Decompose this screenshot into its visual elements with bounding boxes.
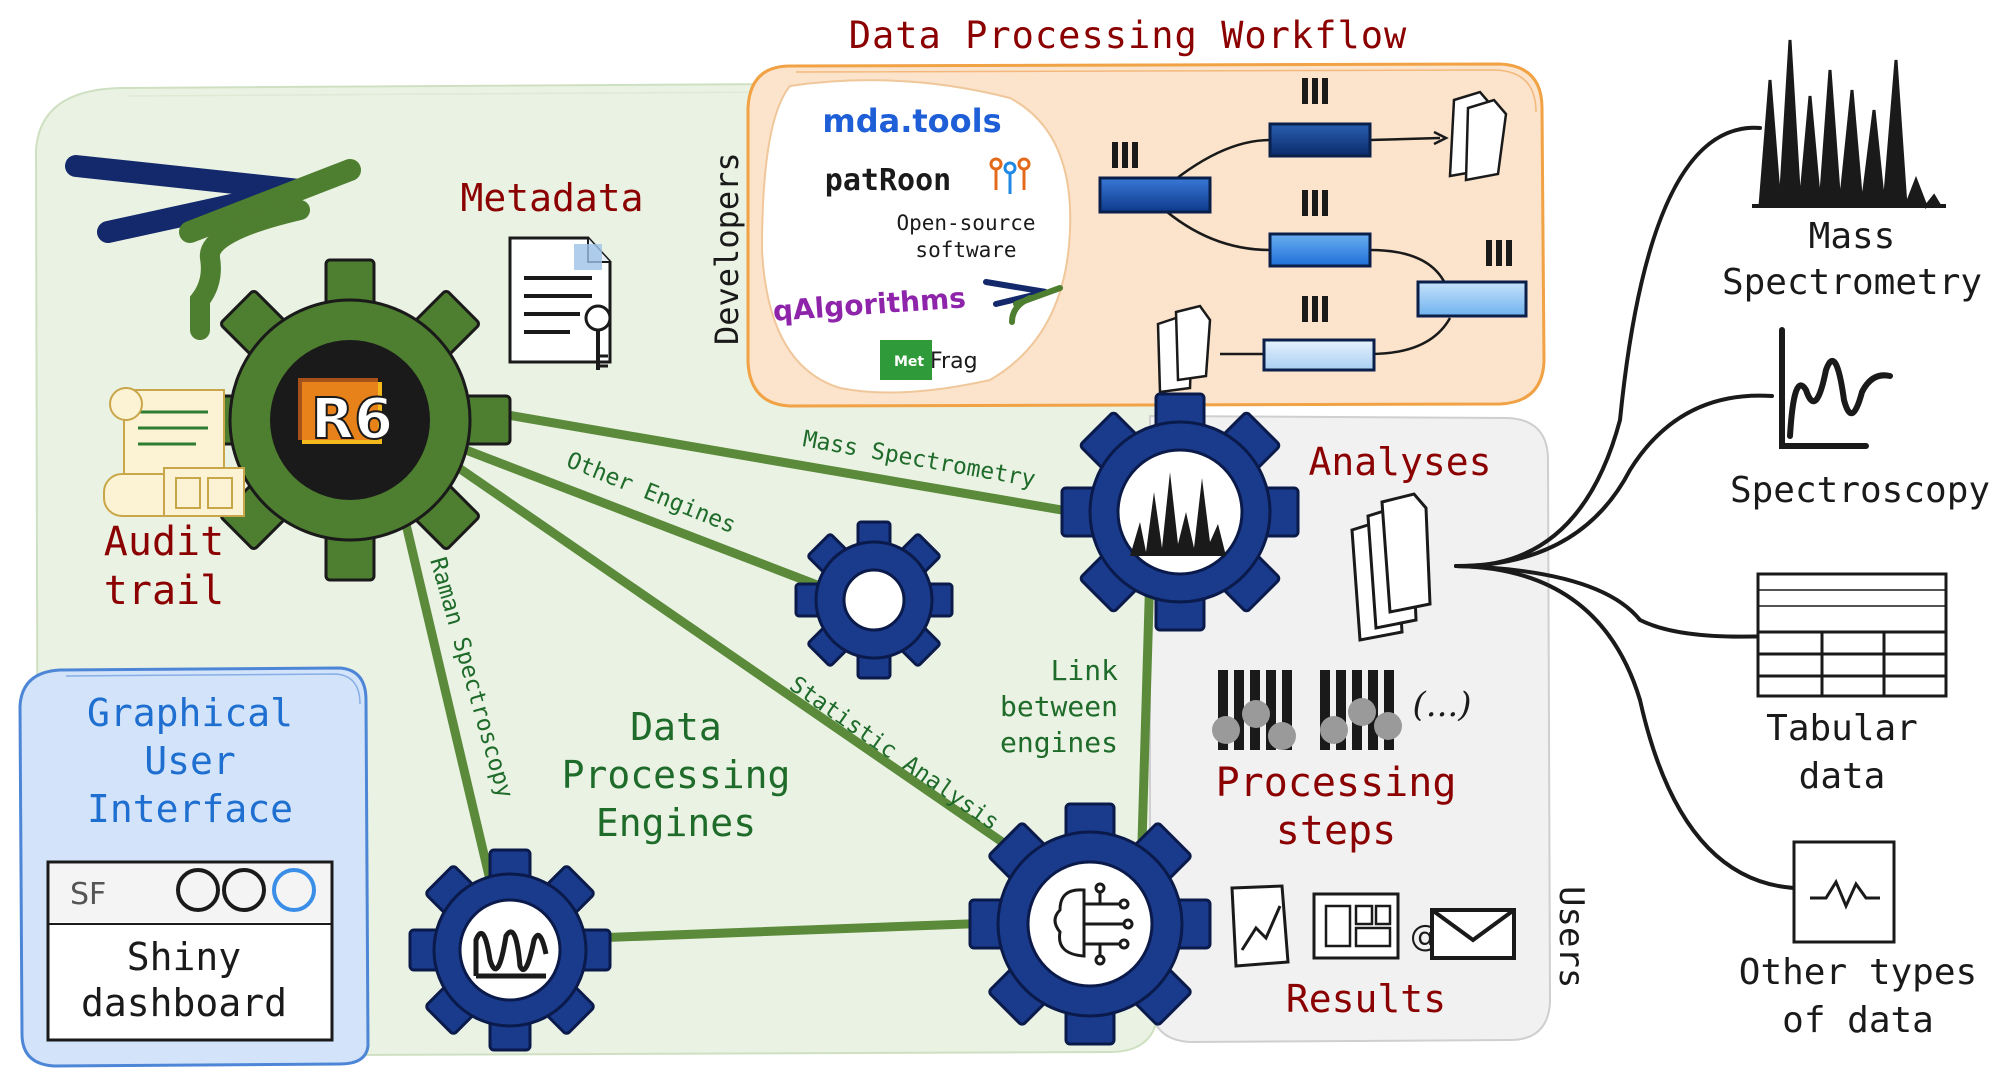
- r6-badge: R6: [298, 378, 394, 453]
- open-source-label-2: software: [915, 238, 1016, 262]
- audit-trail-label-2: trail: [104, 568, 224, 614]
- workflow-step-3: [1268, 232, 1372, 268]
- ms-spectrum-icon: [1130, 472, 1226, 556]
- processing-steps-label-1: Processing: [1216, 760, 1457, 806]
- results-label: Results: [1286, 977, 1446, 1021]
- small-streamfind-logo: [983, 279, 1063, 325]
- link-stat: [435, 450, 1045, 873]
- workflow-title: Data Processing Workflow: [849, 14, 1408, 57]
- dashboard-report-icon: [1312, 892, 1400, 960]
- raman-spectrum-icon: [473, 929, 549, 979]
- ellipsis-label: (...): [1413, 685, 1472, 725]
- metadata-document-icon: [508, 236, 612, 370]
- statistics-gear: [968, 802, 1212, 1046]
- link-label-3: engines: [1000, 726, 1118, 759]
- workflow-step-5: [1262, 338, 1376, 372]
- data-type-ms-2: Spectrometry: [1722, 262, 1982, 303]
- data-type-spectroscopy: Spectroscopy: [1730, 470, 1990, 511]
- streamfind-logo: [65, 155, 361, 340]
- workflow-diagram: [1098, 78, 1528, 394]
- r6-label: R6: [311, 387, 393, 452]
- data-type-other-2: of data: [1782, 1000, 1934, 1041]
- window-control-icons: [176, 868, 316, 912]
- metfrag-label-2: Frag: [930, 349, 978, 374]
- link-bottom: [535, 917, 1025, 945]
- spectroscopy-chart-icon: [1779, 327, 1893, 449]
- processing-steps-icons: [1212, 670, 1402, 750]
- results-icons: @: [1230, 884, 1516, 968]
- analyses-label: Analyses: [1308, 440, 1491, 484]
- patroon-logo: patRoon: [825, 163, 951, 198]
- ai-brain-icon: [1053, 882, 1134, 966]
- workflow-step-1: [1098, 176, 1212, 214]
- table-icon: [1756, 572, 1948, 698]
- users-label: Users: [1551, 886, 1591, 988]
- link-vertical: [1137, 565, 1155, 847]
- report-chart-icon: [1230, 884, 1290, 968]
- gui-logo-text: SF: [70, 877, 106, 912]
- engine-links: [400, 395, 1155, 945]
- r6-gear: R6: [188, 258, 512, 582]
- ms-spectrum-chart-icon: [1758, 39, 1943, 209]
- output-files-icon: [1448, 90, 1508, 182]
- ms-gear: [1060, 392, 1300, 632]
- link-other: [435, 435, 835, 595]
- audit-trail-icon: [103, 387, 245, 517]
- dpe-label-2: Processing: [562, 753, 791, 797]
- workflow-step-4: [1416, 280, 1528, 318]
- data-type-tabular-2: data: [1799, 756, 1886, 797]
- processing-steps-label-2: steps: [1276, 808, 1396, 854]
- gui-title-3: Interface: [87, 787, 293, 831]
- metfrag-logo: Met Frag: [880, 340, 978, 380]
- other-data-icon: [1792, 840, 1896, 944]
- gui-title-2: User: [144, 739, 236, 783]
- metfrag-label-1: Met: [894, 354, 924, 370]
- workflow-step-2: [1268, 122, 1372, 158]
- data-type-tabular-1: Tabular: [1766, 708, 1918, 749]
- link-raman: [400, 515, 495, 885]
- audit-trail-label-1: Audit: [104, 519, 224, 565]
- input-files-icon: [1156, 304, 1212, 394]
- key-icon: [584, 304, 612, 370]
- developers-label: Developers: [708, 152, 746, 345]
- data-type-other-1: Other types: [1739, 952, 1977, 993]
- analyses-files-icon: [1350, 492, 1432, 642]
- patroon-pins-icon: [989, 157, 1031, 194]
- dpe-label-3: Engines: [596, 801, 756, 845]
- other-engine-gear: [794, 520, 954, 680]
- link-label-2: between: [1000, 690, 1118, 723]
- processing-step-icons: [1112, 78, 1512, 322]
- link-label-1: Link: [1051, 654, 1119, 687]
- data-type-connectors: [1454, 125, 1796, 890]
- link-ms: [415, 395, 1125, 525]
- mda-tools-logo: mda.tools: [822, 102, 1001, 140]
- open-source-label-1: Open-source: [896, 211, 1035, 235]
- shiny-dashboard-window: SF Shiny dashboard: [46, 860, 334, 1042]
- data-type-ms-1: Mass: [1809, 216, 1896, 257]
- dpe-label-1: Data: [630, 705, 722, 749]
- email-icon: [1430, 908, 1516, 960]
- shiny-dashboard-label-1: Shiny: [127, 935, 241, 979]
- raman-gear: [408, 848, 612, 1052]
- metadata-label: Metadata: [460, 176, 643, 220]
- shiny-dashboard-label-2: dashboard: [81, 981, 287, 1025]
- gui-title-1: Graphical: [87, 691, 293, 735]
